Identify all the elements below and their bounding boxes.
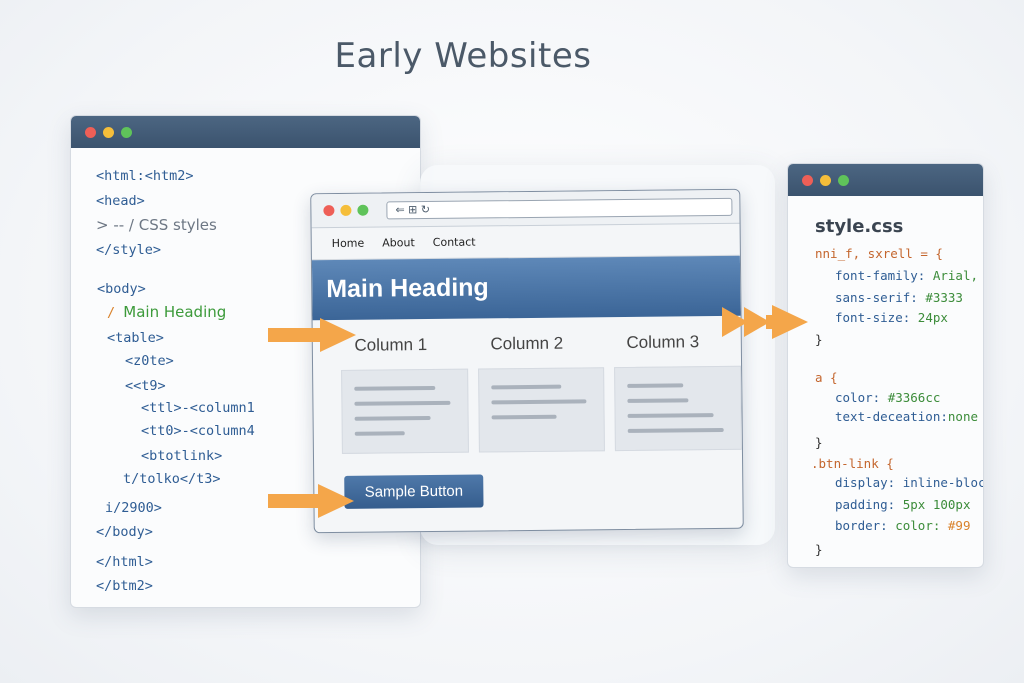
code-line: <tt0>-<column4 [141, 423, 255, 439]
arrow-icon [268, 484, 354, 518]
code-line: } [815, 435, 823, 450]
code-line: border: color: #99 [835, 518, 971, 533]
window-titlebar [71, 116, 420, 148]
column-2-label: Column 2 [490, 333, 564, 354]
code-line: </btm2> [96, 578, 153, 594]
code-line: <body> [97, 281, 146, 297]
code-line: > -- / CSS styles [96, 216, 217, 234]
maximize-dot-icon [121, 126, 132, 138]
maximize-dot-icon [838, 174, 849, 186]
nav-contact[interactable]: Contact [432, 235, 476, 249]
browser-mockup: ⇐ ⊞ ↻ Home About Contact Main Heading Co… [310, 188, 744, 534]
minimize-dot-icon [820, 174, 831, 186]
arrow-icon [722, 305, 808, 339]
code-line: <html:<htm2> [96, 168, 194, 184]
page-title: Early Websites [334, 36, 592, 76]
code-line: } [815, 332, 823, 347]
minimize-dot-icon [103, 126, 114, 138]
code-line: text-deceation:none [835, 409, 978, 424]
column-headers: Column 1 Column 2 Column 3 [313, 316, 741, 356]
browser-toolbar: ⇐ ⊞ ↻ [311, 189, 740, 229]
code-line: color: #3366cc [835, 390, 941, 405]
code-line: <ttl>-<column1 [141, 400, 255, 416]
minimize-dot-icon [340, 204, 352, 216]
content-box [614, 365, 742, 452]
code-line: sans-serif: #3333 [835, 290, 963, 305]
css-filename: style.css [815, 216, 904, 237]
close-dot-icon [85, 126, 96, 138]
code-line: font-family: Arial, [835, 268, 978, 283]
column-3-label: Column 3 [626, 332, 700, 352]
code-line: } [815, 542, 823, 557]
code-line: display: inline-block, [835, 475, 983, 490]
code-line: </html> [96, 554, 153, 570]
css-code-window: style.css nni_f, sxrell = { font-family:… [787, 163, 984, 568]
code-line: <btotlink> [141, 448, 223, 464]
comment-text: Main Heading [123, 303, 227, 321]
code-line: <z0te> [125, 353, 174, 369]
nav-home[interactable]: Home [331, 236, 365, 251]
main-heading: Main Heading [311, 255, 741, 321]
close-dot-icon [323, 205, 335, 217]
code-line: </body> [96, 524, 153, 540]
code-line: </style> [96, 242, 162, 258]
code-line: padding: 5px 100px [835, 497, 971, 512]
content-boxes [313, 352, 742, 454]
code-line: .btn-link { [811, 456, 894, 471]
nav-about[interactable]: About [382, 236, 415, 250]
code-line: / Main Heading [107, 303, 226, 321]
arrow-icon [268, 318, 356, 352]
comment-slash: / [107, 305, 124, 321]
window-titlebar [788, 164, 983, 196]
content-box [477, 367, 606, 453]
code-line: nni_f, sxrell = { [815, 246, 943, 261]
close-dot-icon [802, 174, 813, 186]
code-line: a { [815, 370, 838, 385]
content-box [341, 368, 469, 454]
code-line: i/2900> [105, 500, 162, 516]
sample-button[interactable]: Sample Button [344, 474, 484, 509]
site-nav: Home About Contact [311, 223, 740, 261]
code-line: <table> [107, 330, 164, 346]
maximize-dot-icon [357, 204, 369, 216]
code-line: font-size: 24px [835, 310, 948, 325]
code-line: <head> [96, 193, 145, 209]
column-1-label: Column 1 [354, 335, 428, 355]
address-bar[interactable]: ⇐ ⊞ ↻ [386, 197, 733, 219]
code-line: t/tolko</t3> [123, 471, 221, 487]
code-line: <<t9> [125, 378, 166, 394]
